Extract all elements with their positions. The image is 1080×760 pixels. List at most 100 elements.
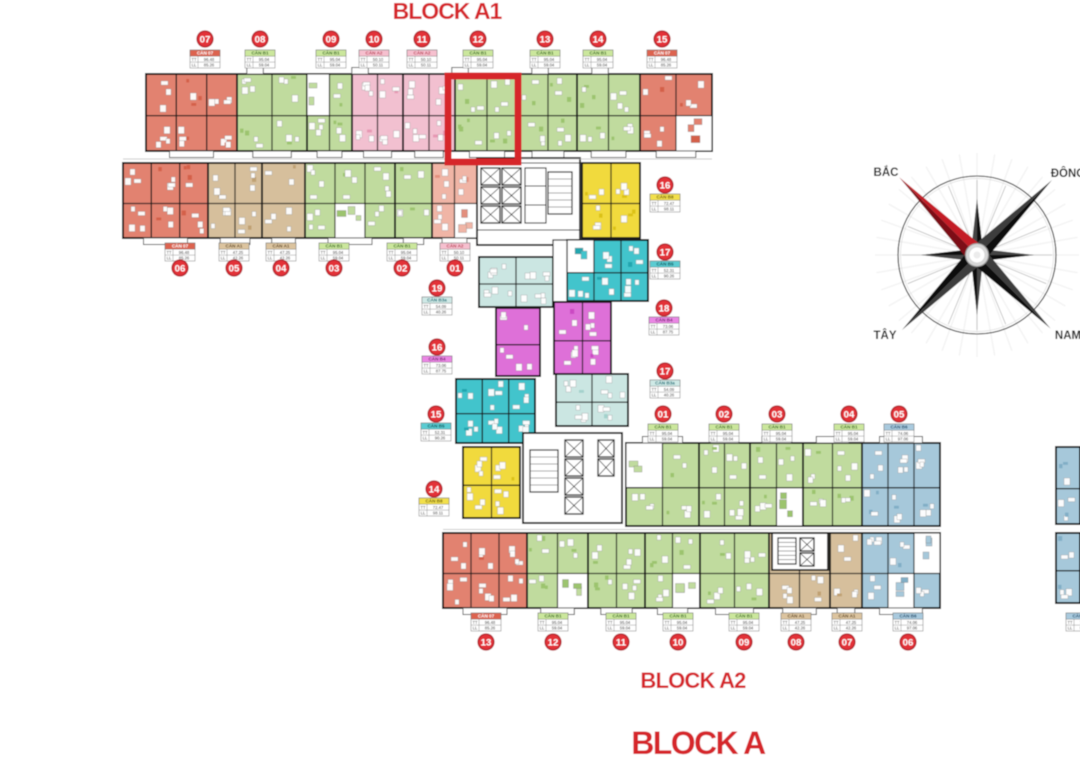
svg-text:11: 11 [616,637,627,648]
svg-text:14: 14 [429,484,440,495]
svg-text:02: 02 [397,263,408,274]
svg-text:TT: TT [833,620,839,625]
svg-text:LL: LL [764,437,769,442]
svg-text:18: 18 [659,303,670,314]
svg-text:TT: TT [166,250,172,255]
svg-text:LL: LL [423,436,428,441]
svg-text:54.09: 54.09 [436,304,447,309]
svg-text:96.48: 96.48 [485,620,496,625]
svg-text:05: 05 [894,409,905,420]
svg-text:TT: TT [472,620,478,625]
svg-text:LL: LL [783,626,788,631]
svg-text:TT: TT [584,57,590,62]
svg-text:50.10: 50.10 [421,57,432,62]
svg-text:05: 05 [229,263,240,274]
svg-text:59.04: 59.04 [477,63,488,68]
svg-text:LL: LL [321,256,326,261]
svg-text:42.26: 42.26 [846,626,857,631]
svg-text:LL: LL [834,626,839,631]
svg-text:95.04: 95.04 [401,250,412,255]
svg-text:59.04: 59.04 [848,437,859,442]
svg-text:40.26: 40.26 [664,393,675,398]
svg-text:40.26: 40.26 [436,310,447,315]
svg-text:TT: TT [423,363,429,368]
svg-text:12: 12 [473,34,484,45]
svg-text:08: 08 [255,34,266,45]
svg-text:11: 11 [417,34,428,45]
svg-text:CĂN A2: CĂN A2 [366,50,383,56]
svg-text:TT: TT [651,268,657,273]
svg-text:15: 15 [657,34,668,45]
svg-text:01: 01 [450,263,461,274]
svg-text:50.10: 50.10 [373,57,384,62]
svg-text:LL: LL [192,63,197,68]
svg-text:CĂN B1: CĂN B1 [589,50,607,56]
svg-text:LL: LL [465,63,470,68]
svg-text:BẮC: BẮC [874,166,899,179]
svg-text:TT: TT [422,430,428,435]
svg-text:TT: TT [246,57,252,62]
svg-text:TT: TT [267,250,273,255]
svg-text:ĐÔNG: ĐÔNG [1051,167,1080,180]
svg-text:95.04: 95.04 [776,431,787,436]
svg-text:96.48: 96.48 [179,250,190,255]
svg-text:59.04: 59.04 [776,437,787,442]
svg-text:BLOCK A: BLOCK A [631,725,766,760]
svg-text:LL: LL [649,63,654,68]
svg-text:85.26: 85.26 [204,63,215,68]
svg-text:13: 13 [481,637,492,648]
svg-text:52.31: 52.31 [664,268,675,273]
svg-text:CĂN B6: CĂN B6 [899,613,917,619]
svg-text:TT: TT [835,431,841,436]
svg-text:LL: LL [409,63,414,68]
svg-text:CĂN B4: CĂN B4 [428,356,446,362]
svg-text:TT: TT [607,620,613,625]
svg-text:CĂN B1: CĂN B1 [715,424,733,430]
svg-text:LL: LL [585,63,590,68]
svg-text:CĂN B6: CĂN B6 [1072,613,1080,619]
svg-text:CĂN A1: CĂN A1 [273,243,290,249]
svg-text:95.04: 95.04 [662,431,673,436]
svg-text:95.04: 95.04 [677,620,688,625]
svg-text:47.25: 47.25 [795,620,806,625]
svg-text:59.04: 59.04 [401,256,412,261]
svg-text:TT: TT [388,250,394,255]
svg-text:09: 09 [739,637,750,648]
svg-text:CĂN A1: CĂN A1 [788,613,805,619]
svg-text:TT: TT [317,57,323,62]
svg-text:85.26: 85.26 [661,63,672,68]
svg-text:TT: TT [782,620,788,625]
svg-text:96.48: 96.48 [661,57,672,62]
svg-text:LL: LL [318,63,323,68]
svg-text:LL: LL [532,63,537,68]
svg-text:LL: LL [473,626,478,631]
svg-text:CĂN A1: CĂN A1 [226,243,243,249]
svg-text:CĂN B1: CĂN B1 [251,50,269,56]
svg-text:50.11: 50.11 [421,63,432,68]
svg-text:TT: TT [648,57,654,62]
svg-text:TÂY: TÂY [874,329,897,342]
svg-text:TT: TT [710,431,716,436]
svg-text:CĂN B6: CĂN B6 [890,424,908,430]
svg-text:98.11: 98.11 [664,207,675,212]
svg-text:97.06: 97.06 [907,626,918,631]
svg-text:TT: TT [1067,620,1073,625]
svg-text:50.11: 50.11 [373,63,384,68]
svg-text:59.04: 59.04 [259,63,270,68]
svg-text:LL: LL [442,256,447,261]
svg-text:TT: TT [408,57,414,62]
svg-text:CĂN B1: CĂN B1 [322,50,340,56]
svg-text:02: 02 [719,409,730,420]
svg-text:16: 16 [660,180,671,191]
svg-text:TT: TT [651,387,657,392]
svg-text:95.04: 95.04 [259,57,270,62]
svg-text:95.04: 95.04 [333,250,344,255]
svg-text:42.26: 42.26 [795,626,806,631]
svg-text:95.04: 95.04 [723,431,734,436]
svg-text:06: 06 [175,263,186,274]
svg-text:85.26: 85.26 [179,256,190,261]
svg-text:96.48: 96.48 [204,57,215,62]
svg-text:LL: LL [886,437,891,442]
svg-text:CĂN B1: CĂN B1 [768,424,786,430]
svg-text:NAM: NAM [1055,330,1080,342]
